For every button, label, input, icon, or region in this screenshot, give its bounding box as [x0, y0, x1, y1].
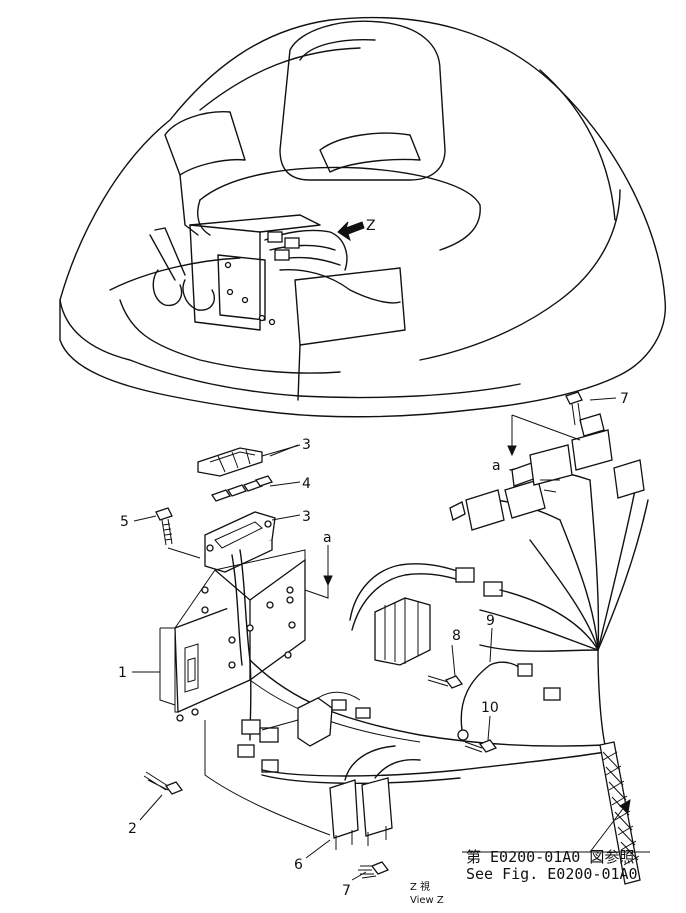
- bolt-8-part: [427, 675, 464, 689]
- callout-3-upper: 3: [302, 437, 311, 453]
- view-caption-jp: Z 視: [410, 880, 430, 893]
- callout-2: 2: [128, 821, 137, 837]
- callout-8: 8: [452, 628, 461, 644]
- callout-7-lower: 7: [342, 883, 351, 899]
- exploded-parts: a: [143, 391, 649, 885]
- view-caption-en: View Z: [410, 895, 444, 906]
- connection-label-a-upper: a: [492, 458, 501, 474]
- view-z-marker: Z: [366, 218, 376, 234]
- bracket-part: [159, 549, 306, 722]
- callout-5: 5: [120, 514, 129, 530]
- switch-bezel-part: [204, 511, 276, 573]
- connector-pair-6-part: [329, 745, 421, 850]
- bolt-7-lower-part: [358, 861, 390, 879]
- callout-7-upper: 7: [620, 391, 629, 407]
- relay-block-part: [349, 563, 503, 666]
- reference-en: See Fig. E0200-01A0: [466, 865, 638, 883]
- bolt-5-part: [155, 507, 173, 546]
- switch-cover-part: [197, 447, 263, 477]
- bolt-7-upper-part: [565, 391, 583, 426]
- callout-6: 6: [294, 857, 303, 873]
- callout-4: 4: [302, 476, 311, 492]
- bolt-10-part: [464, 739, 498, 753]
- callout-10: 10: [481, 700, 499, 716]
- bolt-2-part: [143, 771, 184, 795]
- callout-9: 9: [486, 613, 495, 629]
- callout-3-lower: 3: [302, 509, 311, 525]
- view-caption: Z 視 View Z: [410, 880, 444, 906]
- reference-jp: 第 E0200-01A0 図参照: [466, 848, 634, 866]
- relay-part: [297, 691, 371, 747]
- connection-label-a-lower: a: [323, 530, 332, 546]
- reference-note: 第 E0200-01A0 図参照 See Fig. E0200-01A0: [462, 799, 650, 883]
- bulbs-part: [210, 475, 274, 502]
- ground-wire-9-part: [457, 661, 561, 741]
- cab-overview: Z: [59, 16, 666, 418]
- upper-connectors-part: [449, 413, 645, 531]
- callouts: 3 4 3 5 1 2 6 7 7 8 9 10: [118, 391, 629, 899]
- callout-1: 1: [118, 665, 127, 681]
- main-harness-part: [479, 467, 649, 885]
